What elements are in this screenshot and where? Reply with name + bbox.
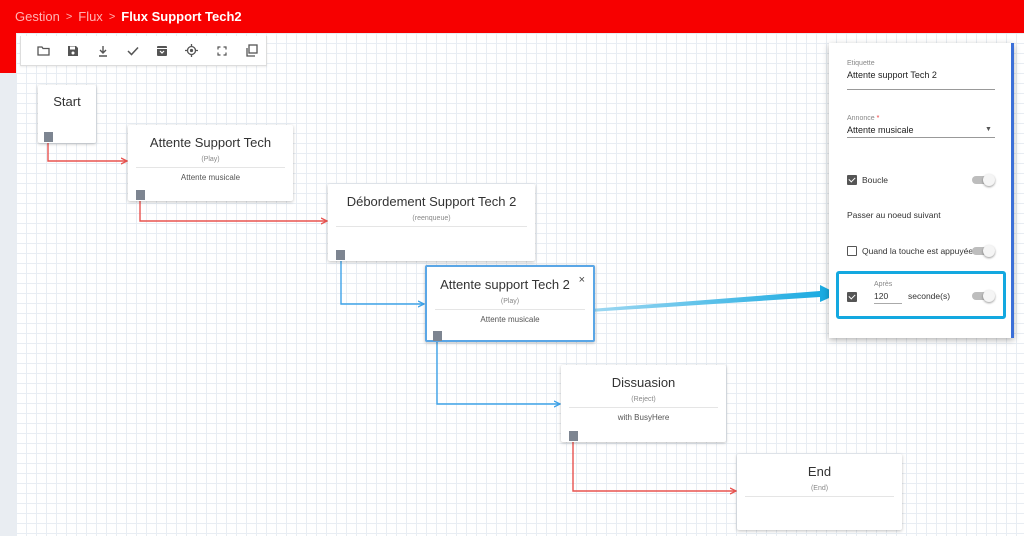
annonce-select[interactable]: Attente musicale [847,125,914,135]
check-icon[interactable] [118,36,148,66]
toggle-knob [983,245,995,257]
node-start[interactable]: Start [38,85,96,143]
apres-checkbox[interactable] [847,292,857,302]
node-attente-support-tech-2[interactable]: Attente support Tech 2 × (Play) Attente … [425,265,595,342]
node-detail: with BusyHere [617,413,670,422]
annonce-underline [847,137,995,138]
passer-label: Passer au noeud suivant [847,210,941,220]
annonce-label-text: Annonce [847,115,875,122]
node-type: (Play) [201,156,220,163]
apres-toggle[interactable] [972,290,995,302]
node-divider [336,226,527,227]
node-end[interactable]: End (End) [737,454,902,530]
node-type: (End) [810,485,829,492]
top-bar: Gestion > Flux > Flux Support Tech2 [0,0,1024,33]
output-port[interactable] [433,331,442,341]
required-marker: * [876,115,880,122]
output-port[interactable] [136,190,145,200]
node-debordement-support-tech-2[interactable]: Débordement Support Tech 2 (reenqueue) [328,184,535,261]
node-title: Dissuasion [611,375,676,390]
apres-underline [874,303,902,304]
breadcrumb-separator: > [108,10,116,23]
editor-toolbar [20,36,267,66]
toggle-knob [983,290,995,302]
highlight-annotation-box [836,271,1006,319]
node-attente-support-tech[interactable]: Attente Support Tech (Play) Attente musi… [128,125,293,201]
etiquette-input[interactable]: Attente support Tech 2 [847,70,937,80]
output-port[interactable] [336,250,345,260]
output-port[interactable] [44,132,53,142]
node-title: End [807,464,832,479]
boucle-checkbox[interactable] [847,175,857,185]
close-icon[interactable]: × [578,274,585,286]
chevron-down-icon[interactable]: ▼ [985,126,992,133]
touche-checkbox[interactable] [847,246,857,256]
output-port[interactable] [569,431,578,441]
node-divider [136,167,285,168]
node-divider [435,309,585,310]
node-title: Start [53,94,81,109]
breadcrumb-current: Flux Support Tech2 [121,9,242,24]
node-type: (Play) [500,298,520,305]
touche-label: Quand la touche est appuyée [862,246,974,256]
node-detail: Attente musicale [180,173,241,182]
topbar-extension [0,33,16,73]
save-icon[interactable] [59,36,89,66]
download-icon[interactable] [88,36,118,66]
breadcrumb-separator: > [65,10,73,23]
node-detail: Attente musicale [480,315,540,324]
breadcrumb-gestion[interactable]: Gestion [15,9,60,24]
etiquette-label: Etiquette [847,60,875,67]
node-title: Débordement Support Tech 2 [346,194,517,209]
fullscreen-icon[interactable] [207,36,237,66]
boucle-toggle[interactable] [972,174,995,186]
node-divider [745,496,894,497]
etiquette-underline [847,89,995,90]
target-icon[interactable] [177,36,207,66]
node-dissuasion[interactable]: Dissuasion (Reject) with BusyHere [561,365,726,442]
breadcrumb-flux[interactable]: Flux [78,9,103,24]
copy-icon[interactable] [236,36,266,66]
node-type: (reenqueue) [412,215,451,222]
node-properties-panel: Etiquette Attente support Tech 2 Annonce… [829,43,1014,338]
node-title: Attente support Tech 2 [440,277,570,292]
node-title: Attente Support Tech [149,135,272,150]
apres-label: Après [874,281,893,288]
apres-input[interactable]: 120 [874,291,889,301]
annonce-label: Annonce * [847,115,879,122]
archive-icon[interactable] [148,36,178,66]
touche-toggle[interactable] [972,245,995,257]
node-type: (Reject) [631,396,656,403]
boucle-label: Boucle [862,175,888,185]
toggle-knob [983,174,995,186]
node-divider [569,407,718,408]
apres-unit: seconde(s) [908,291,951,301]
folder-icon[interactable] [29,36,59,66]
